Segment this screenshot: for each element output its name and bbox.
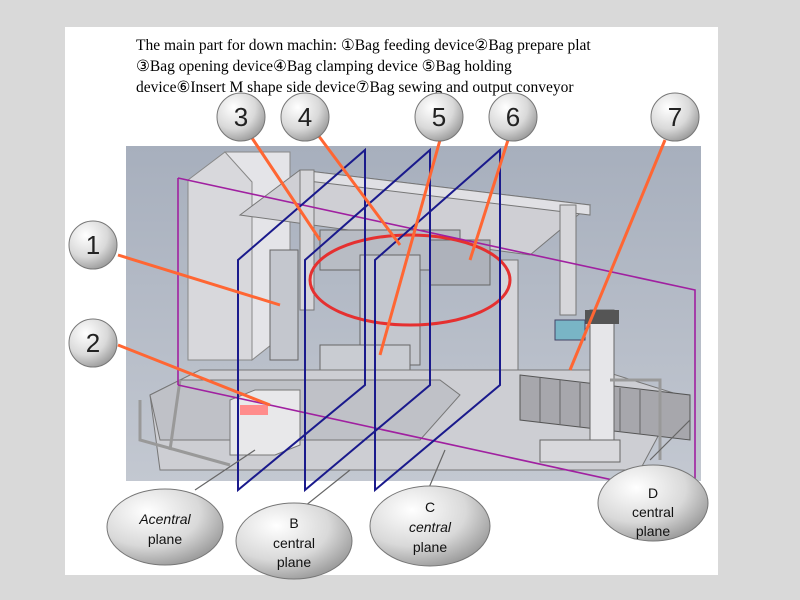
callout-1: 1 (68, 220, 118, 270)
plane-a-bubble: Acentral plane (106, 488, 224, 566)
plane-a-label-2: plane (148, 531, 182, 547)
callout-7: 7 (650, 92, 700, 142)
plane-c-outline (374, 147, 501, 493)
callout-3-label: 3 (234, 102, 248, 132)
plane-b-label-3: plane (277, 554, 311, 570)
focus-ellipse (308, 233, 512, 327)
callout-6-label: 6 (506, 102, 520, 132)
plane-b-label-2: central (273, 535, 315, 551)
callout-6: 6 (488, 92, 538, 142)
plane-d-bubble: D central plane (597, 464, 709, 542)
callout-4: 4 (280, 92, 330, 142)
plane-a-label-1: Acentral (138, 511, 191, 527)
plane-c-bubble: C central plane (369, 485, 491, 567)
callout-2: 2 (68, 318, 118, 368)
plane-c-label-2: central (409, 519, 452, 535)
leader-lines (117, 134, 667, 407)
plane-d-label-2: central (632, 504, 674, 520)
callout-5-label: 5 (432, 102, 446, 132)
plane-d-label-1: D (648, 485, 658, 501)
plane-c-label-3: plane (413, 539, 447, 555)
callout-4-label: 4 (298, 102, 312, 132)
plane-a-outline (237, 147, 366, 493)
caption-line-1: The main part for down machin: ①Bag feed… (136, 37, 591, 54)
plane-c-label-1: C (425, 499, 435, 515)
caption-line-3: device⑥Insert M shape side device⑦Bag se… (136, 79, 574, 96)
plane-b-bubble: B central plane (235, 502, 353, 580)
callout-3: 3 (216, 92, 266, 142)
figure-caption: The main part for down machin: ①Bag feed… (136, 35, 711, 98)
callout-2-label: 2 (86, 328, 100, 358)
callout-1-label: 1 (86, 230, 100, 260)
callout-7-label: 7 (668, 102, 682, 132)
machine-body (138, 151, 691, 471)
caption-line-2: ③Bag opening device④Bag clamping device … (136, 58, 512, 75)
plane-d-label-3: plane (636, 523, 670, 539)
callout-5: 5 (414, 92, 464, 142)
plane-pointers (194, 419, 691, 511)
plane-b-label-1: B (289, 515, 298, 531)
central-planes (237, 147, 501, 493)
plane-b-outline (304, 147, 431, 493)
